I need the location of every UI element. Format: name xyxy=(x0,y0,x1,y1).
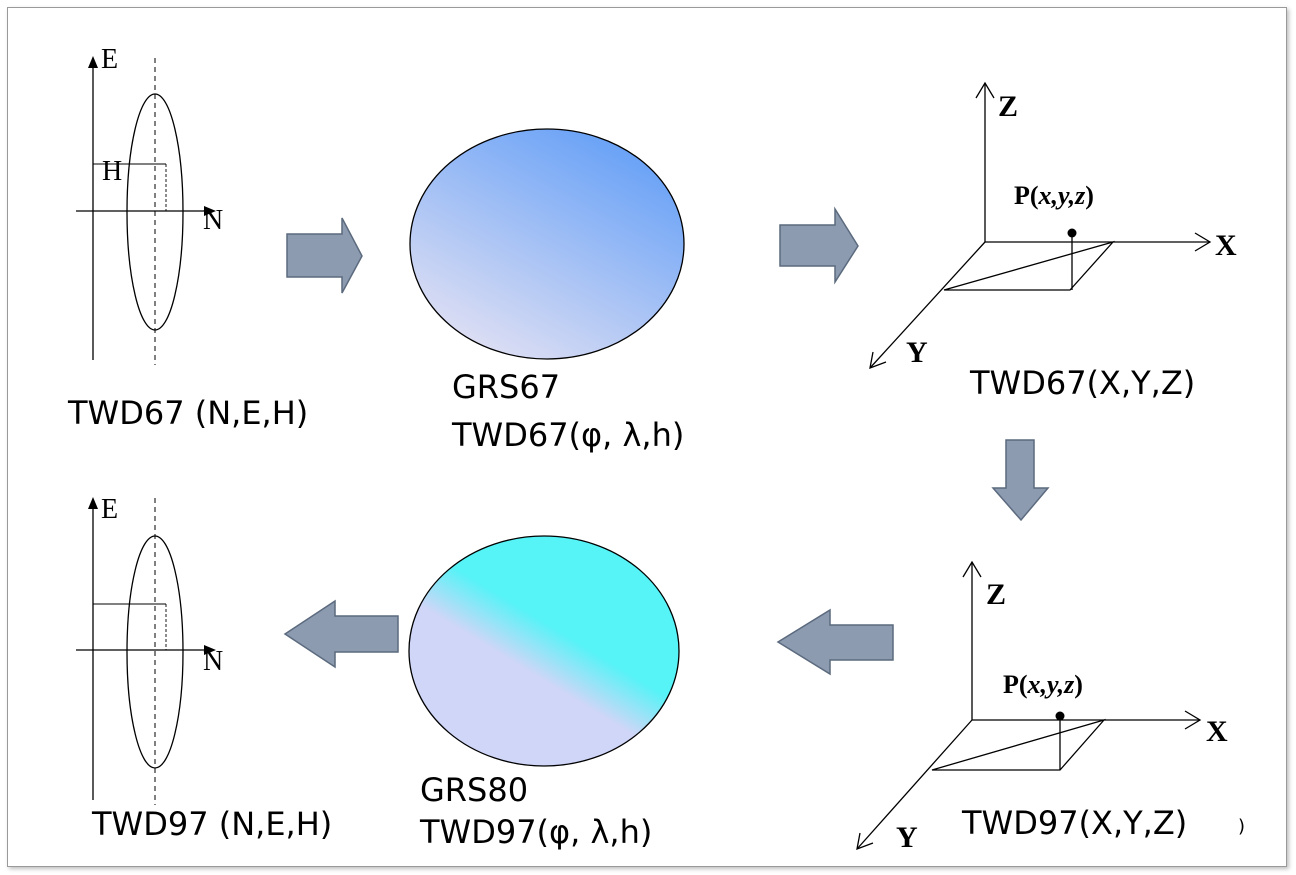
y-axis-arrowhead xyxy=(869,351,887,370)
y-axis-line xyxy=(869,241,986,369)
point-p-marker xyxy=(1055,711,1065,721)
point-p-label: P(x,y,z) xyxy=(1003,670,1083,699)
twd67-xyz-panel: Z X Y P(x,y,z) TWD67(X,Y,Z) xyxy=(869,81,1237,402)
n-axis-label: N xyxy=(203,205,223,236)
e-axis-arrowhead xyxy=(88,497,98,509)
projection-parallelogram xyxy=(931,718,1106,771)
e-axis-label: E xyxy=(101,494,118,525)
z-axis-arrowhead xyxy=(975,81,995,99)
x-axis-label: X xyxy=(1206,715,1228,748)
arrow-left-2 xyxy=(283,599,399,669)
twd97-neh-label: TWD97 (N,E,H) xyxy=(91,805,332,843)
grs80-label: GRS80 xyxy=(420,771,528,809)
grs80-panel: GRS80 TWD97(φ, λ,h) xyxy=(408,535,680,851)
twd67-xyz-label: TWD67(X,Y,Z) xyxy=(969,364,1195,402)
z-axis-label: Z xyxy=(998,90,1018,123)
n-axis-label: N xyxy=(203,646,223,677)
arrow-down xyxy=(991,439,1050,522)
z-axis-arrowhead xyxy=(962,560,982,578)
twd97-geodetic-label: TWD97(φ, λ,h) xyxy=(419,813,652,851)
n-axis-arrowhead xyxy=(204,645,216,655)
point-p-marker xyxy=(1067,228,1077,238)
n-axis-arrowhead xyxy=(204,206,216,216)
twd67-neh-panel: E H N TWD67 (N,E,H) xyxy=(67,44,308,432)
e-axis-label: E xyxy=(101,44,118,75)
grs67-panel: GRS67 TWD67(φ, λ,h) xyxy=(409,128,685,454)
grs80-ellipsoid xyxy=(408,535,680,767)
x-axis-label: X xyxy=(1215,229,1237,262)
grs67-ellipsoid xyxy=(409,128,685,360)
y-axis-label: Y xyxy=(896,821,918,854)
trailing-mark: ) xyxy=(1238,816,1245,837)
x-axis-arrowhead xyxy=(1184,710,1202,730)
projection-parallelogram xyxy=(943,240,1115,291)
x-axis-arrowhead xyxy=(1194,232,1212,252)
twd67-neh-label: TWD67 (N,E,H) xyxy=(67,394,308,432)
twd97-xyz-panel: Z X Y P(x,y,z) TWD97(X,Y,Z) ) xyxy=(856,560,1245,854)
y-axis-arrowhead xyxy=(856,832,874,851)
twd97-xyz-label: TWD97(X,Y,Z) xyxy=(961,804,1187,842)
grs67-label: GRS67 xyxy=(452,368,560,406)
twd67-geodetic-label: TWD67(φ, λ,h) xyxy=(451,416,684,454)
arrow-left-1 xyxy=(776,608,894,676)
y-axis-line xyxy=(856,719,973,850)
y-axis-label: Y xyxy=(906,336,928,369)
z-axis-label: Z xyxy=(986,578,1006,611)
h-label: H xyxy=(102,156,122,187)
arrow-right-2 xyxy=(779,206,859,285)
twd97-neh-panel: E N TWD97 (N,E,H) xyxy=(76,494,332,843)
e-axis-arrowhead xyxy=(88,56,98,68)
point-p-label: P(x,y,z) xyxy=(1014,181,1094,210)
arrow-right-1 xyxy=(286,217,363,294)
